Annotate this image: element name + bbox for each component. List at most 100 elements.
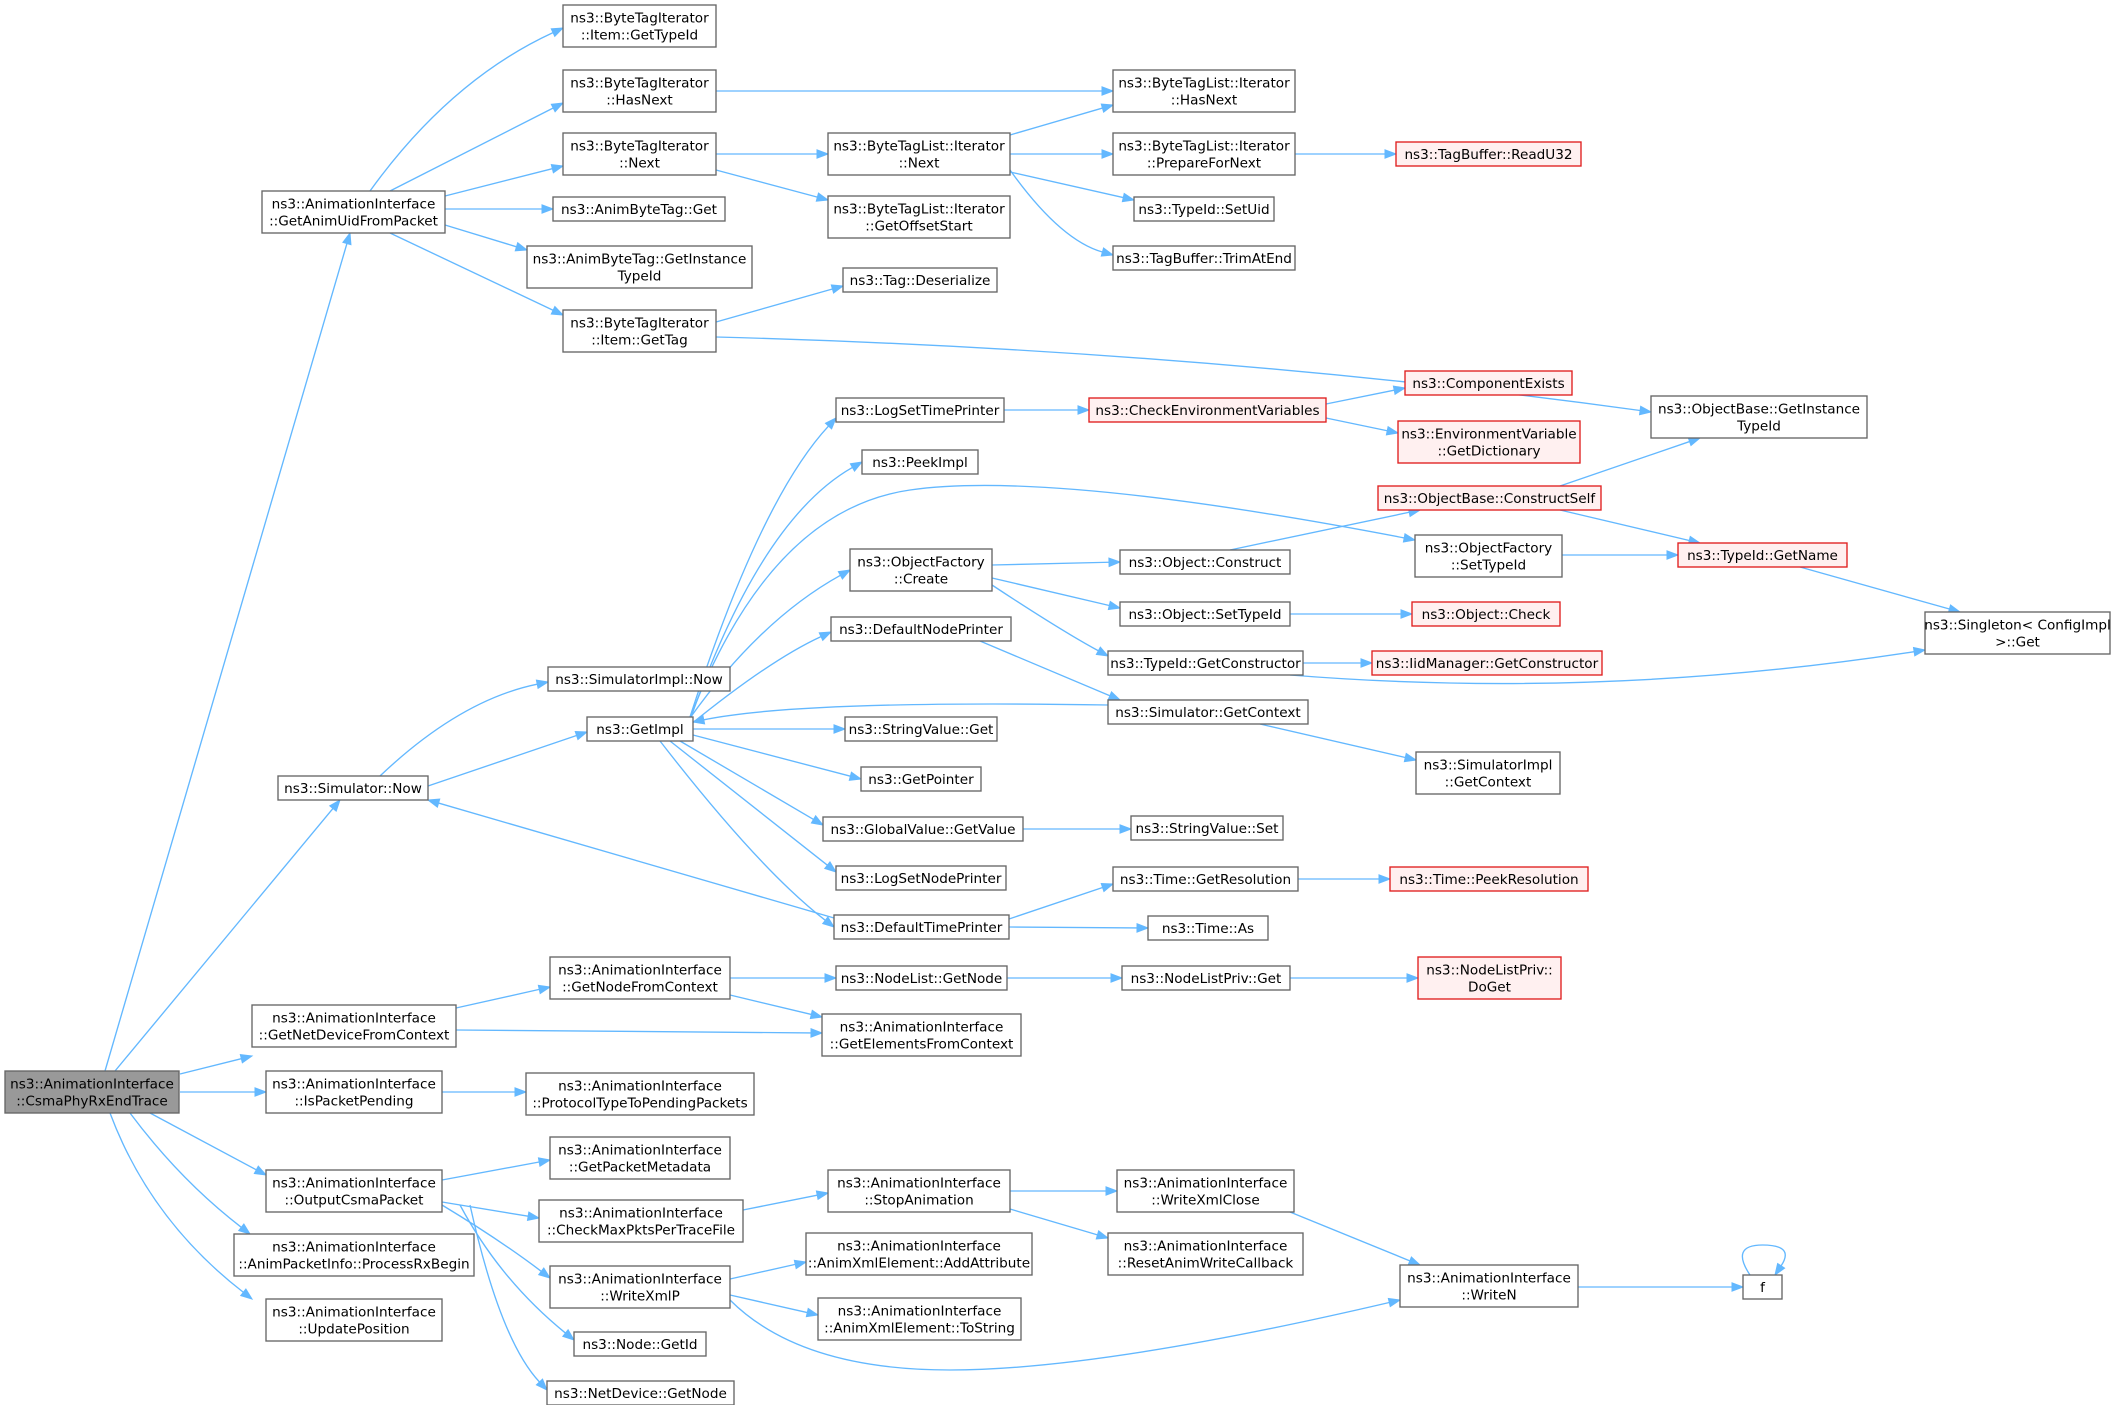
edge-checkEnv-to-envGetDict-arrowhead: [1385, 425, 1400, 436]
node-btiItemGetTypeId[interactable]: ns3::ByteTagIterator::Item::GetTypeId: [562, 4, 717, 48]
node-writeXmlP[interactable]: ns3::AnimationInterface::WriteXmlP: [549, 1265, 731, 1309]
node-getImpl[interactable]: ns3::GetImpl: [586, 716, 694, 742]
node-ofCreate[interactable]: ns3::ObjectFactory::Create: [849, 548, 993, 592]
node-label-line: ns3::GetImpl: [596, 722, 683, 738]
edge-btiItemGetTag-to-tagDeser: [715, 288, 833, 323]
node-getNodeFromCtx[interactable]: ns3::AnimationInterface::GetNodeFromCont…: [549, 956, 731, 1000]
node-label-line: ns3::ByteTagList::Iterator: [1118, 76, 1290, 92]
node-label-line: ::WriteN: [1461, 1288, 1516, 1304]
node-updatePos[interactable]: ns3::AnimationInterface::UpdatePosition: [265, 1298, 443, 1342]
node-nodeGetId[interactable]: ns3::Node::GetId: [573, 1331, 707, 1357]
node-getPointer[interactable]: ns3::GetPointer: [860, 766, 982, 792]
node-tagDeser[interactable]: ns3::Tag::Deserialize: [842, 267, 998, 293]
node-timePeekRes[interactable]: ns3::Time::PeekResolution: [1389, 866, 1589, 892]
node-logSetTime[interactable]: ns3::LogSetTimePrinter: [835, 397, 1005, 423]
node-nodeListPrivDoGet[interactable]: ns3::NodeListPriv::DoGet: [1417, 956, 1562, 1000]
node-svSet[interactable]: ns3::StringValue::Set: [1130, 815, 1284, 841]
node-root[interactable]: ns3::AnimationInterface::CsmaPhyRxEndTra…: [4, 1070, 180, 1114]
node-label-line: ::WriteXmlP: [600, 1289, 680, 1305]
node-compExists[interactable]: ns3::ComponentExists: [1404, 370, 1573, 396]
node-singletonGet[interactable]: ns3::Singleton< ConfigImpl >::Get: [1924, 611, 2111, 655]
node-nodeListGetNode[interactable]: ns3::NodeList::GetNode: [835, 965, 1008, 991]
node-writeN[interactable]: ns3::AnimationInterface::WriteN: [1399, 1264, 1579, 1308]
node-writeXmlClose[interactable]: ns3::AnimationInterface::WriteXmlClose: [1116, 1169, 1295, 1213]
node-nodeListPrivGet[interactable]: ns3::NodeListPriv::Get: [1121, 965, 1291, 991]
node-logSetNode[interactable]: ns3::LogSetNodePrinter: [835, 865, 1007, 891]
node-f[interactable]: f: [1742, 1274, 1783, 1300]
edge-getImpl-to-ofCreate: [689, 574, 841, 719]
node-objCheck[interactable]: ns3::Object::Check: [1411, 601, 1561, 627]
node-getElemFromCtx[interactable]: ns3::AnimationInterface::GetElementsFrom…: [821, 1013, 1022, 1057]
node-objConstruct[interactable]: ns3::Object::Construct: [1119, 549, 1291, 575]
node-label-line: ::Item::GetTag: [591, 333, 688, 349]
node-box: [1112, 866, 1299, 892]
node-getNetDev[interactable]: ns3::AnimationInterface::GetNetDeviceFro…: [251, 1004, 457, 1048]
node-svGet[interactable]: ns3::StringValue::Get: [844, 716, 998, 742]
node-getAnimUid[interactable]: ns3::AnimationInterface::GetAnimUidFromP…: [261, 190, 446, 234]
node-tbRead[interactable]: ns3::TagBuffer::ReadU32: [1395, 141, 1582, 167]
node-resetAnimWrite[interactable]: ns3::AnimationInterface::ResetAnimWriteC…: [1107, 1232, 1304, 1276]
node-btiNext[interactable]: ns3::ByteTagIterator::Next: [562, 132, 717, 176]
node-obConstructSelf[interactable]: ns3::ObjectBase::ConstructSelf: [1377, 485, 1602, 511]
node-btlPrepare[interactable]: ns3::ByteTagList::Iterator::PrepareForNe…: [1112, 132, 1296, 176]
node-protoToPending[interactable]: ns3::AnimationInterface::ProtocolTypeToP…: [525, 1072, 755, 1116]
node-iidGetCtor[interactable]: ns3::IidManager::GetConstructor: [1371, 650, 1603, 676]
node-addAttr[interactable]: ns3::AnimationInterface::AnimXmlElement:…: [805, 1232, 1033, 1276]
node-tidGetName[interactable]: ns3::TypeId::GetName: [1677, 542, 1848, 568]
node-checkMaxPkts[interactable]: ns3::AnimationInterface::CheckMaxPktsPer…: [538, 1199, 744, 1243]
node-processRx[interactable]: ns3::AnimationInterface::AnimPacketInfo:…: [233, 1233, 475, 1277]
node-defTimePrinter[interactable]: ns3::DefaultTimePrinter: [833, 914, 1010, 940]
node-simImplNow[interactable]: ns3::SimulatorImpl::Now: [547, 666, 731, 692]
edge-writeXmlP-to-writeN: [729, 1299, 1390, 1371]
node-box: [538, 1199, 744, 1243]
node-timeAs[interactable]: ns3::Time::As: [1147, 915, 1269, 941]
node-tidSetUid[interactable]: ns3::TypeId::SetUid: [1133, 196, 1275, 222]
node-tbTrim[interactable]: ns3::TagBuffer::TrimAtEnd: [1112, 245, 1296, 271]
edge-getImpl-to-defNodePrinter-arrowhead: [818, 631, 833, 642]
node-toStr[interactable]: ns3::AnimationInterface::AnimXmlElement:…: [817, 1297, 1022, 1341]
node-box: [1650, 395, 1868, 439]
node-box: [827, 195, 1011, 239]
node-outputCsma[interactable]: ns3::AnimationInterface::OutputCsmaPacke…: [265, 1169, 443, 1213]
node-btiItemGetTag[interactable]: ns3::ByteTagIterator::Item::GetTag: [562, 309, 717, 353]
node-gvGetValue[interactable]: ns3::GlobalValue::GetValue: [822, 816, 1024, 842]
node-box: [251, 1004, 457, 1048]
edge-stopAnim-to-resetAnimWrite: [1009, 1208, 1098, 1236]
node-box: [1404, 370, 1573, 396]
node-btlNext[interactable]: ns3::ByteTagList::Iterator::Next: [827, 132, 1011, 176]
edge-getAnimUid-to-btiItemGetTypeId: [369, 31, 554, 192]
node-label-line: ns3::DefaultTimePrinter: [841, 920, 1003, 936]
edge-outputCsma-to-checkMaxPkts: [441, 1201, 529, 1217]
node-objSetTypeId[interactable]: ns3::Object::SetTypeId: [1119, 601, 1291, 627]
node-btiHasNext[interactable]: ns3::ByteTagIterator::HasNext: [562, 69, 717, 113]
node-tidGetCtor[interactable]: ns3::TypeId::GetConstructor: [1107, 650, 1304, 676]
node-defNodePrinter[interactable]: ns3::DefaultNodePrinter: [830, 616, 1012, 642]
node-box: [4, 1070, 180, 1114]
node-netDevGetNode[interactable]: ns3::NetDevice::GetNode: [546, 1380, 735, 1405]
node-btlHasNext[interactable]: ns3::ByteTagList::Iterator::HasNext: [1112, 69, 1296, 113]
node-box: [822, 816, 1024, 842]
node-label-line: ns3::ObjectFactory: [857, 555, 984, 571]
node-envGetDict[interactable]: ns3::EnvironmentVariable::GetDictionary: [1397, 420, 1581, 464]
node-simGetContext[interactable]: ns3::Simulator::GetContext: [1107, 699, 1309, 725]
node-btlGetOffset[interactable]: ns3::ByteTagList::Iterator::GetOffsetSta…: [827, 195, 1011, 239]
edge-btiItemGetTag-to-obGetInst-arrowhead: [1638, 405, 1653, 416]
node-label-line: ns3::PeekImpl: [872, 455, 967, 471]
node-simImplGetCtx[interactable]: ns3::SimulatorImpl::GetContext: [1415, 751, 1561, 795]
call-graph-nodes: ns3::AnimationInterface::CsmaPhyRxEndTra…: [4, 4, 2111, 1405]
node-animBtGet[interactable]: ns3::AnimByteTag::Get: [552, 196, 726, 222]
node-isPending[interactable]: ns3::AnimationInterface::IsPacketPending: [265, 1070, 443, 1114]
node-stopAnim[interactable]: ns3::AnimationInterface::StopAnimation: [827, 1169, 1011, 1213]
node-checkEnv[interactable]: ns3::CheckEnvironmentVariables: [1088, 397, 1327, 423]
node-label-line: ::PrepareForNext: [1147, 156, 1261, 172]
node-peekImpl[interactable]: ns3::PeekImpl: [861, 449, 979, 475]
node-ofSetTypeId[interactable]: ns3::ObjectFactory::SetTypeId: [1414, 534, 1563, 578]
node-box: [549, 1136, 731, 1180]
node-timeGetRes[interactable]: ns3::Time::GetResolution: [1112, 866, 1299, 892]
node-label-line: ::OutputCsmaPacket: [285, 1193, 424, 1209]
edge-getImpl-to-ofSetTypeId: [689, 484, 1405, 719]
node-getPktMeta[interactable]: ns3::AnimationInterface::GetPacketMetada…: [549, 1136, 731, 1180]
node-simNow[interactable]: ns3::Simulator::Now: [277, 775, 429, 801]
